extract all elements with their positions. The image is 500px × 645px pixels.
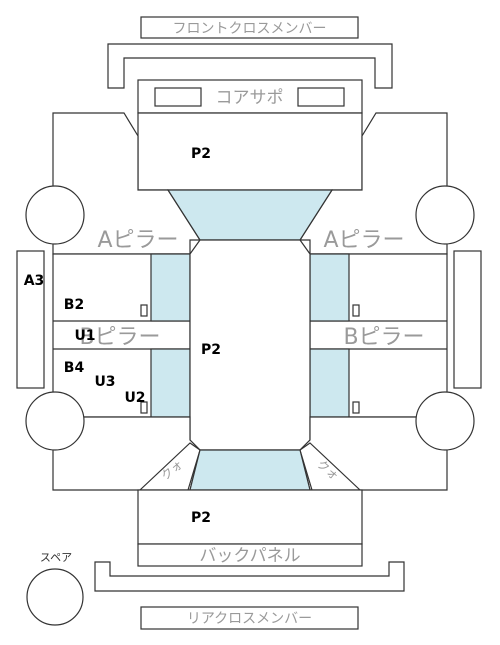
zone-u2: U2 [124, 390, 145, 406]
core-support-right-slot [297, 87, 345, 107]
front-cross-member-box [140, 16, 359, 39]
zone-p2-center: P2 [201, 342, 221, 358]
rear-right-wheel [415, 391, 475, 451]
zone-b2: B2 [64, 297, 84, 313]
rear-bumper-bracket [94, 561, 405, 592]
zone-u1: U1 [74, 328, 95, 344]
rear-cross-member-label: リアクロスメンバー [187, 611, 312, 627]
zone-a3: A3 [24, 273, 45, 289]
left-rear-window [150, 348, 191, 418]
back-panel-box [137, 543, 363, 567]
rear-cross-member-box [140, 606, 359, 630]
rear-left-wheel [25, 391, 85, 451]
zone-p2-rear: P2 [191, 510, 211, 526]
zone-p2-front: P2 [191, 146, 211, 162]
rear-window [189, 449, 311, 491]
right-front-door-handle [352, 304, 360, 317]
right-side-rail [453, 250, 482, 389]
front-cross-member-label: フロントクロスメンバー [173, 21, 327, 37]
back-panel-label: バックパネル [199, 546, 300, 566]
trunk-section [137, 489, 363, 545]
left-rear-door-handle [140, 401, 148, 414]
front-right-wheel [415, 185, 475, 245]
left-side-rail-a3 [16, 250, 45, 389]
front-bumper-bracket [107, 43, 393, 89]
zone-u3: U3 [94, 374, 115, 390]
right-rear-door-handle [352, 401, 360, 414]
core-support-label: コアサポ [216, 88, 284, 108]
spare-tire [26, 568, 84, 626]
a-pillar-right-label: Aピラー [323, 228, 404, 253]
right-rear-window [309, 348, 350, 418]
front-section [137, 112, 363, 191]
left-front-window [150, 253, 191, 322]
core-support-left-slot [154, 87, 202, 107]
b-pillar-right-label: Bピラー [343, 325, 424, 350]
front-left-wheel [25, 185, 85, 245]
a-pillar-left-label: Aピラー [97, 228, 178, 253]
right-front-window [309, 253, 350, 322]
zone-b4: B4 [64, 360, 85, 376]
b-pillar-left-label: Bピラー [79, 325, 160, 350]
spare-label: スペア [40, 551, 72, 564]
left-front-door-handle [140, 304, 148, 317]
